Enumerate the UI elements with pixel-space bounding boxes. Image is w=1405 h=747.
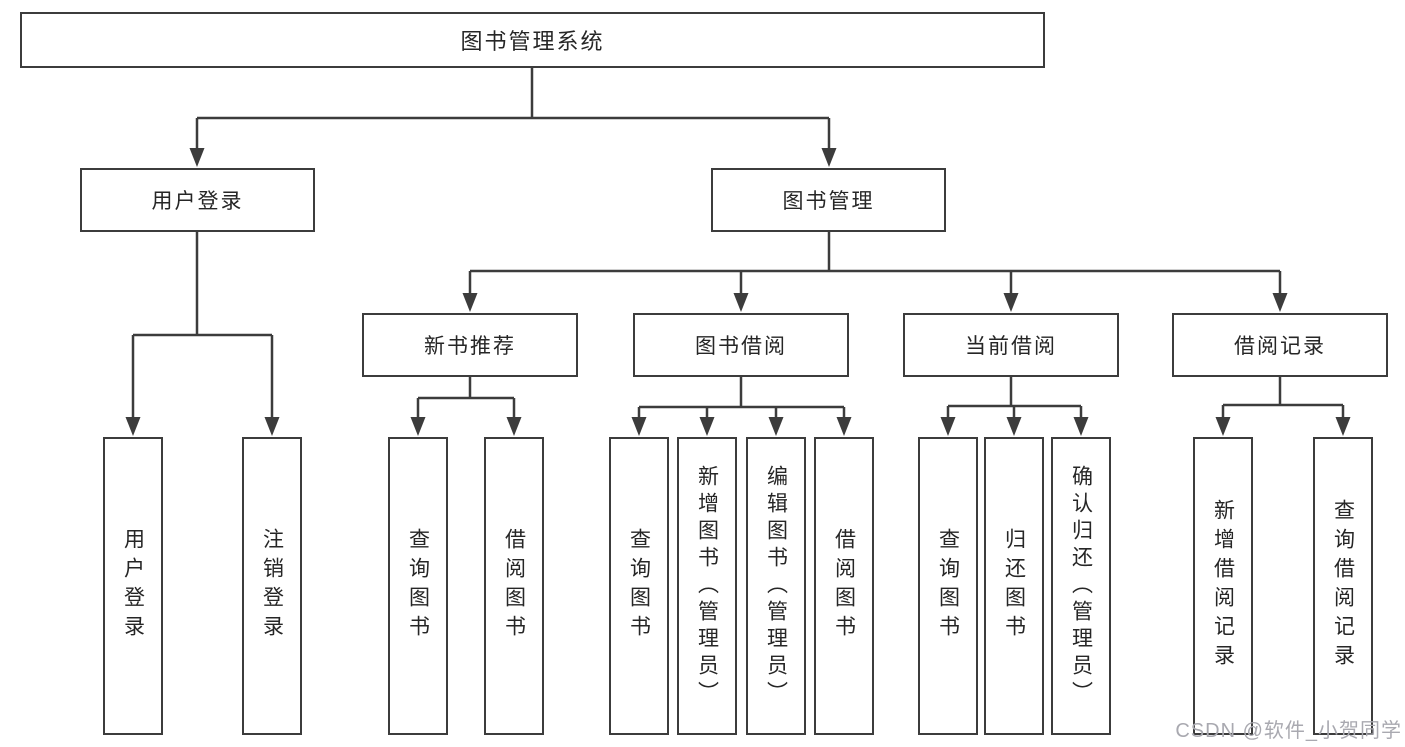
arrowheads: [125, 148, 1351, 436]
leaf-borrow-books-2: 借阅图书: [814, 437, 874, 735]
leaf-query-books-1: 查询图书: [388, 437, 448, 735]
leaf-return-books: 归还图书: [984, 437, 1044, 735]
node-current-borrow: 当前借阅: [903, 313, 1119, 377]
leaf-confirm-return-admin: 确认归还（管理员）: [1051, 437, 1111, 735]
leaf-borrow-books-1: 借阅图书: [484, 437, 544, 735]
node-book-management: 图书管理: [711, 168, 946, 232]
csdn-watermark: CSDN @软件_小贺同学: [1175, 720, 1402, 742]
node-book-borrow: 图书借阅: [633, 313, 849, 377]
leaf-query-books-2: 查询图书: [609, 437, 669, 735]
node-borrow-records: 借阅记录: [1172, 313, 1388, 377]
leaf-edit-books-admin: 编辑图书（管理员）: [746, 437, 806, 735]
node-new-book-recommend: 新书推荐: [362, 313, 578, 377]
node-root-library-system: 图书管理系统: [20, 12, 1045, 68]
leaf-user-login: 用户登录: [103, 437, 163, 735]
leaf-add-borrow-record: 新增借阅记录: [1193, 437, 1253, 735]
node-user-login: 用户登录: [80, 168, 315, 232]
leaf-query-borrow-record: 查询借阅记录: [1313, 437, 1373, 735]
leaf-query-books-3: 查询图书: [918, 437, 978, 735]
leaf-logout: 注销登录: [242, 437, 302, 735]
leaf-add-books-admin: 新增图书（管理员）: [677, 437, 737, 735]
